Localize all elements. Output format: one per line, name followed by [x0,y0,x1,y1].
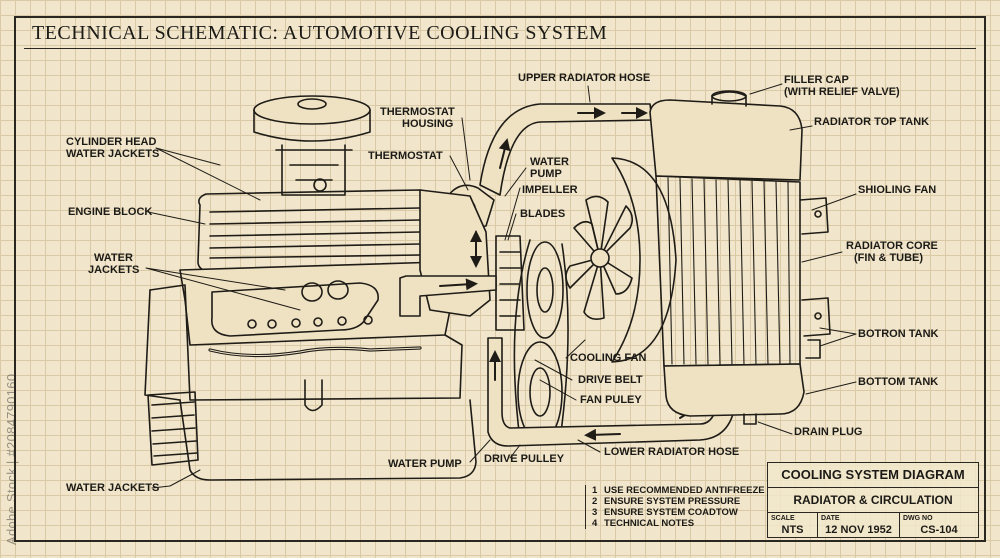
title-block-subtitle: RADIATOR & CIRCULATION [768,488,978,513]
date-label: DATE [821,515,840,522]
note-number: 4 [592,518,598,529]
leader-lines [145,83,857,489]
stock-watermark: Adobe Stock | #2084790160 [4,373,19,545]
radiator-bottom-tank [663,363,805,417]
note-item: 1 USE RECOMMENDED ANTIFREEZE [592,485,772,496]
lower-block [149,284,463,401]
drain-plug [743,413,757,425]
label-water-pump-lower: WATER PUMP [388,458,462,470]
radiator-brackets [799,197,831,359]
scale-value: NTS [781,524,804,536]
radiator [649,90,831,425]
air-cleaner [253,95,371,125]
carburetor [281,144,346,196]
label-thermostat-housing: THERMOSTAT HOUSING [380,106,455,130]
label-cylinder-head-line1: CYLINDER HEAD [66,136,157,148]
cooling-fan [565,157,677,363]
title-divider [24,48,976,49]
label-cooling-fan: COOLING FAN [570,352,647,364]
label-drain-plug: DRAIN PLUG [794,426,863,438]
label-botron-tank: BOTRON TANK [858,328,939,340]
label-water-jackets-upper: WATER JACKETS [88,252,139,276]
label-drive-belt: DRIVE BELT [578,374,643,386]
label-radiator-core-line1: RADIATOR CORE [846,240,938,252]
exhaust-manifold [211,282,379,337]
title-block-date: DATE 12 NOV 1952 [818,513,900,538]
label-blades: BLADES [520,208,566,220]
label-water-jackets-upper-line1: WATER [94,252,133,264]
note-item: 4 TECHNICAL NOTES [592,518,772,529]
label-filler-cap: FILLER CAP (WITH RELIEF VALVE) [784,74,900,98]
label-shioling-fan: SHIOLING FAN [858,184,937,196]
upper-radiator-hose [479,103,653,196]
label-engine-block: ENGINE BLOCK [68,206,153,218]
label-water-pump-upper-line2: PUMP [530,168,562,180]
label-water-pump-upper-line1: WATER [530,156,569,168]
note-item: 2 ENSURE SYSTEM PRESSURE [592,496,772,507]
label-water-jackets-upper-line2: JACKETS [88,264,140,276]
dwg-value: CS-104 [920,524,958,536]
note-number: 3 [592,507,598,518]
fan-shroud [611,157,677,363]
impeller [495,235,525,331]
label-thermostat-housing-line1: THERMOSTAT [380,106,455,118]
title-block-scale: SCALE NTS [768,513,818,538]
label-fan-puley: FAN PULEY [580,394,642,406]
note-item: 3 ENSURE SYSTEM COADTOW [592,507,772,518]
label-upper-radiator-hose: UPPER RADIATOR HOSE [518,72,651,84]
label-filler-cap-line1: FILLER CAP [784,74,849,86]
label-lower-radiator-hose: LOWER RADIATOR HOSE [604,446,740,458]
flywheel-housing [147,391,199,466]
pump-pulley [526,241,564,339]
date-value: 12 NOV 1952 [825,524,892,536]
label-radiator-core: RADIATOR CORE (FIN & TUBE) [846,240,938,264]
note-text: ENSURE SYSTEM COADTOW [604,507,738,518]
note-text: ENSURE SYSTEM PRESSURE [604,496,741,507]
air-cleaner-body [253,109,371,142]
note-number: 2 [592,496,598,507]
label-cylinder-head-line2: WATER JACKETS [66,148,160,160]
label-thermostat: THERMOSTAT [368,150,443,162]
note-text: USE RECOMMENDED ANTIFREEZE [604,485,765,496]
note-text: TECHNICAL NOTES [604,518,695,529]
scale-label: SCALE [771,515,795,522]
note-number: 1 [592,485,598,496]
dwg-label: DWG NO [903,515,933,522]
title-block-drawing-number: DWG NO CS-104 [900,513,978,538]
title-block: COOLING SYSTEM DIAGRAM RADIATOR & CIRCUL… [767,462,979,538]
label-filler-cap-line2: (WITH RELIEF VALVE) [784,86,900,98]
label-cylinder-head-water-jackets: CYLINDER HEAD WATER JACKETS [66,136,159,160]
label-water-jackets-lower: WATER JACKETS [66,482,160,494]
label-thermostat-housing-line2: HOUSING [402,118,454,130]
page-title: TECHNICAL SCHEMATIC: AUTOMOTIVE COOLING … [32,22,608,44]
label-drive-pulley: DRIVE PULLEY [484,453,565,465]
valve-cover [197,189,432,273]
title-block-name: COOLING SYSTEM DIAGRAM [768,463,978,488]
radiator-top-tank [649,99,803,181]
label-bottom-tank: BOTTOM TANK [858,376,939,388]
drive-belt [513,239,569,441]
label-water-pump-upper: WATER PUMP [530,156,569,180]
drawing-border [14,16,986,542]
label-radiator-top-tank: RADIATOR TOP TANK [814,116,930,128]
label-radiator-core-line2: (FIN & TUBE) [854,252,924,264]
label-impeller: IMPELLER [522,184,578,196]
